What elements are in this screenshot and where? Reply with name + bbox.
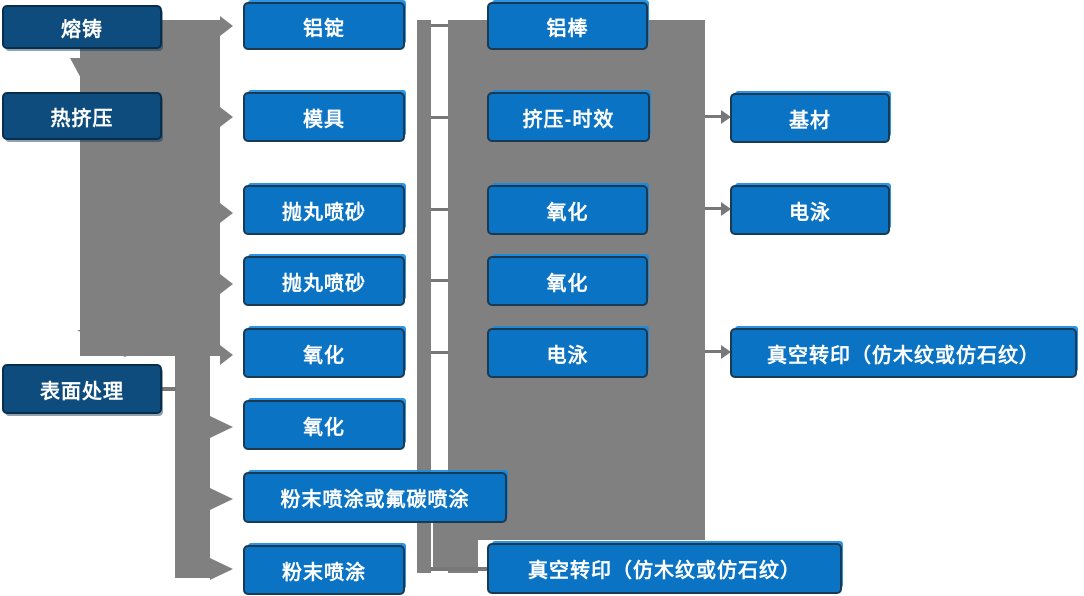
arrowhead-to-powder-fluorocarbon (210, 488, 233, 510)
node-label: 电泳 (546, 344, 589, 367)
node-oxidation-4: 氧化 (487, 256, 648, 306)
arrowhead-to-oxidation-1 (220, 345, 233, 365)
connector-row4 (431, 279, 448, 282)
node-label: 铝棒 (546, 17, 589, 40)
connector-surface-treatment (162, 387, 176, 391)
flow-bar-lower-left (175, 353, 210, 578)
node-vacuum-transfer-1: 真空转印（仿木纹或仿石纹） (487, 543, 842, 594)
connector-row3 (431, 208, 448, 211)
arrowhead-to-shot-blasting-1 (220, 203, 233, 223)
connector-to-substrate (705, 115, 722, 118)
arrowhead-to-mold (220, 107, 233, 127)
node-oxidation-2: 氧化 (243, 400, 405, 450)
arrow-down-to-surface-treatment (77, 330, 173, 357)
node-electrophoresis-2: 电泳 (730, 185, 890, 235)
node-label: 粉末喷涂 (282, 561, 366, 584)
node-powder-or-fluorocarbon-coating: 粉末喷涂或氟碳喷涂 (243, 472, 507, 523)
node-label: 氧化 (303, 344, 345, 367)
node-substrate: 基材 (730, 93, 890, 143)
flow-bar-middle (417, 20, 431, 573)
node-aluminum-rod: 铝棒 (487, 2, 648, 50)
node-label: 氧化 (303, 416, 345, 439)
node-label: 氧化 (546, 272, 589, 295)
arrowhead-to-vacuum-transfer (721, 345, 731, 359)
node-hot-extrusion: 热挤压 (2, 92, 162, 140)
node-surface-treatment: 表面处理 (2, 364, 162, 414)
node-label: 铝锭 (303, 17, 345, 40)
arrowhead-to-substrate (721, 110, 731, 124)
flow-band-left (80, 20, 220, 356)
node-oxidation-1: 氧化 (243, 328, 405, 378)
node-oxidation-3: 氧化 (487, 185, 648, 235)
node-label: 真空转印（仿木纹或仿石纹） (767, 344, 1040, 367)
arrow-down-to-hot-extrusion (70, 58, 98, 84)
node-label: 模具 (303, 108, 345, 131)
connector-row2 (431, 116, 448, 119)
connector-row8 (430, 567, 487, 571)
node-label: 真空转印（仿木纹或仿石纹） (528, 560, 801, 582)
node-label: 粉末喷涂或氟碳喷涂 (280, 489, 470, 511)
node-aluminum-ingot: 铝锭 (243, 2, 405, 50)
node-label: 抛丸喷砂 (282, 201, 366, 224)
node-label: 表面处理 (40, 380, 124, 403)
connector-row1 (431, 24, 448, 27)
node-shot-blasting-1: 抛丸喷砂 (243, 185, 405, 235)
node-extrusion-aging: 挤压-时效 (487, 92, 650, 142)
connector-to-electrophoresis (705, 207, 722, 210)
node-mold: 模具 (243, 92, 405, 142)
arrowhead-to-powder-coating (210, 558, 233, 580)
node-label: 熔铸 (61, 18, 103, 41)
node-label: 抛丸喷砂 (282, 272, 366, 295)
connector-to-vacuum-transfer (705, 350, 722, 353)
node-label: 氧化 (546, 201, 589, 224)
node-melting-casting: 熔铸 (2, 5, 162, 49)
arrowhead-to-aluminum-ingot (220, 16, 233, 36)
node-label: 基材 (789, 109, 831, 132)
node-electrophoresis-1: 电泳 (487, 328, 648, 378)
node-label: 挤压-时效 (522, 108, 615, 131)
arrowhead-to-oxidation-2 (210, 416, 233, 438)
node-label: 电泳 (789, 201, 831, 224)
node-label: 热挤压 (50, 107, 114, 130)
arrowhead-to-shot-blasting-2 (220, 274, 233, 294)
node-shot-blasting-2: 抛丸喷砂 (243, 256, 405, 306)
node-vacuum-transfer-2: 真空转印（仿木纹或仿石纹） (730, 328, 1077, 378)
arrowhead-to-electrophoresis (721, 202, 731, 216)
node-powder-coating: 粉末喷涂 (243, 545, 405, 595)
connector-row5 (431, 351, 448, 354)
